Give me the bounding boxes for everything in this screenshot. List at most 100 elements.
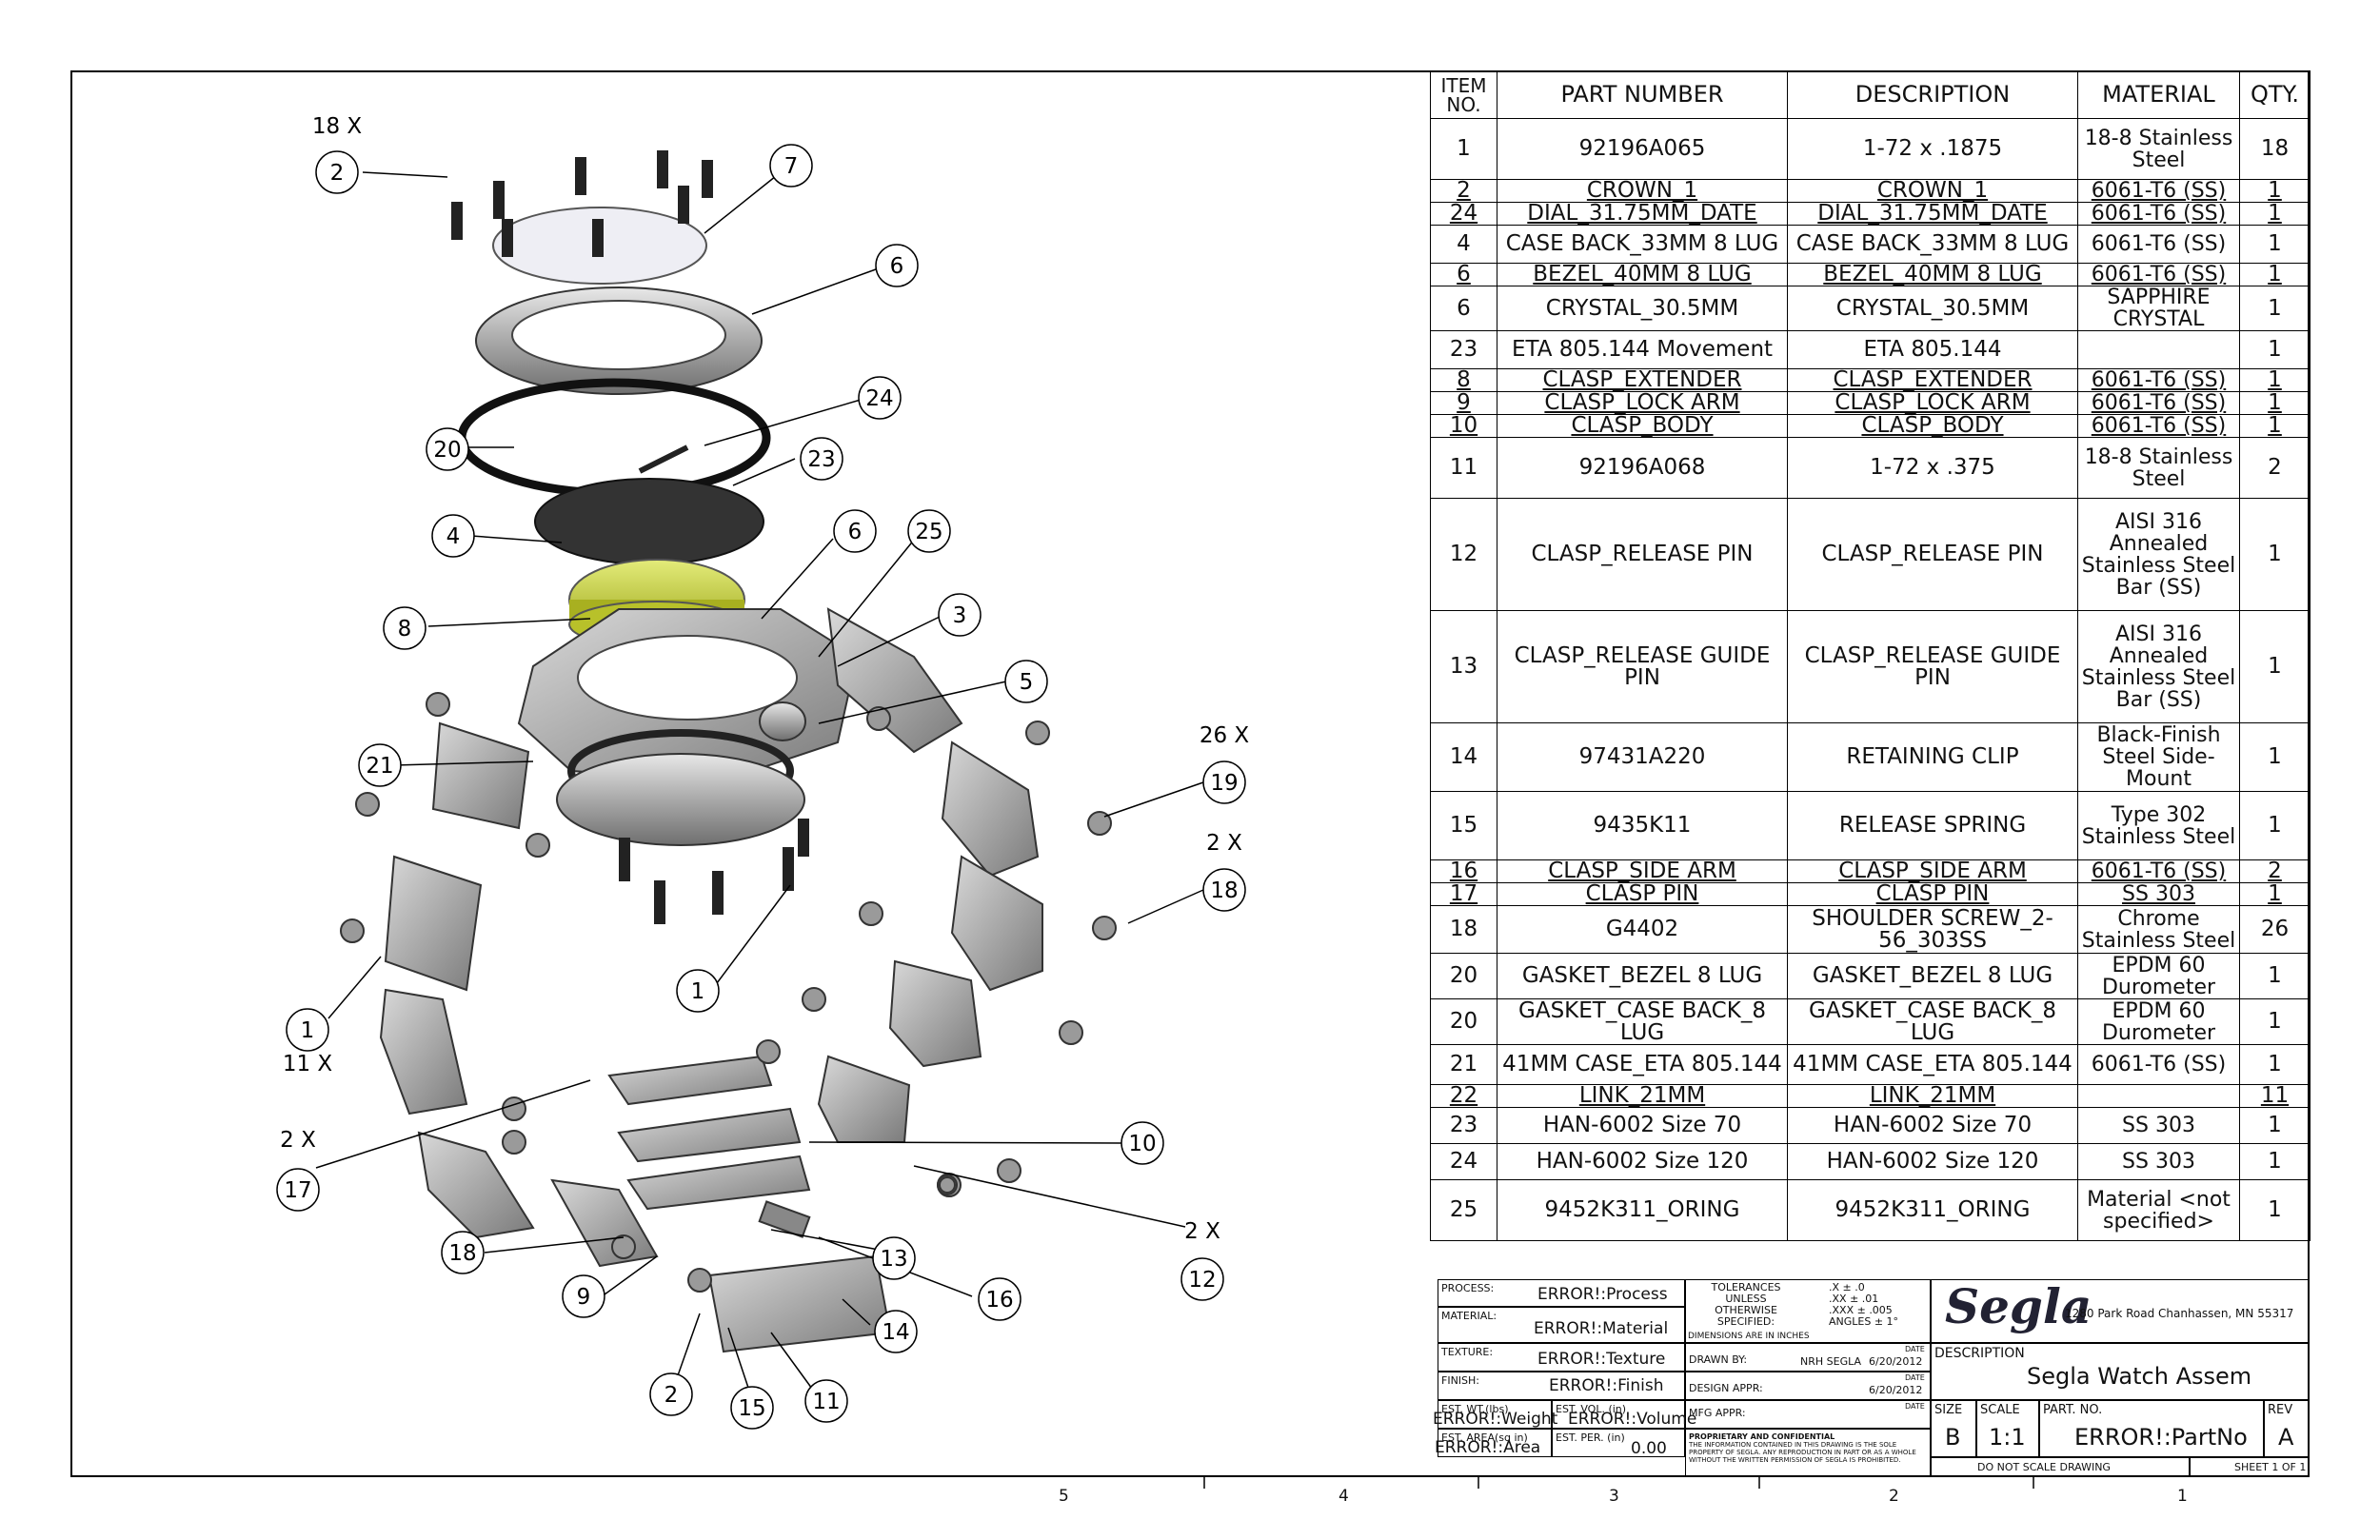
balloon: 2	[649, 1372, 693, 1416]
address: 1280 Park Road Chanhassen, MN 55317	[2065, 1307, 2294, 1320]
sheet-cell: SHEET 1 OF 1	[2190, 1457, 2310, 1477]
bom-part-number: LINK_21MM	[1497, 1084, 1788, 1108]
bom-material: SS 303	[2077, 882, 2240, 906]
balloon-circle	[1180, 1257, 1224, 1301]
bom-description: DIAL_31.75MM_DATE	[1787, 202, 2078, 226]
balloon-number: 6	[848, 520, 863, 544]
bom-qty: 1	[2239, 1107, 2311, 1144]
balloon: 14	[874, 1310, 918, 1353]
bom-description: 1-72 x .375	[1787, 437, 2078, 499]
bom-material: AISI 316 Annealed Stainless Steel Bar (S…	[2077, 610, 2240, 723]
balloon-number: 16	[985, 1288, 1013, 1313]
bom-qty: 2	[2239, 859, 2311, 883]
balloon: 218 X	[312, 114, 362, 194]
bom-material: 6061-T6 (SS)	[2077, 391, 2240, 415]
bom-qty: 1	[2239, 225, 2311, 264]
bom-material: SS 303	[2077, 1143, 2240, 1180]
bom-description: CLASP_SIDE ARM	[1787, 859, 2078, 883]
balloon: 21	[358, 743, 402, 787]
drawn-by-cell: DRAWN BY: DATE NRH SEGLA 6/20/2012	[1685, 1343, 1931, 1372]
balloon-quantity: 2 X	[1184, 1219, 1220, 1244]
balloon-circle	[426, 427, 469, 471]
bom-part-number: 9435K11	[1497, 791, 1788, 860]
balloon-number: 17	[284, 1178, 311, 1203]
bom-qty: 1	[2239, 610, 2311, 723]
bom-part-number: GASKET_CASE BACK_8 LUG	[1497, 998, 1788, 1045]
bom-item-no: 15	[1430, 791, 1497, 860]
balloon-circle	[441, 1231, 485, 1274]
bom-description: BEZEL_40MM 8 LUG	[1787, 263, 2078, 286]
bom-qty: 1	[2239, 391, 2311, 415]
bom-part-number: 92196A065	[1497, 118, 1788, 180]
weight-cell: EST. WT.(lbs) ERROR!:Weight	[1433, 1400, 1557, 1429]
balloon-circle	[649, 1372, 693, 1416]
balloon-quantity: 11 X	[283, 1052, 333, 1076]
balloon-number: 23	[807, 447, 835, 472]
balloon: 25	[907, 509, 951, 553]
balloon-number: 10	[1128, 1132, 1156, 1156]
bom-material: EPDM 60 Durometer	[2077, 953, 2240, 999]
bom-qty: 1	[2239, 882, 2311, 906]
balloon-number: 14	[882, 1320, 909, 1345]
bom-material	[2077, 330, 2240, 369]
balloon: 15	[730, 1386, 774, 1430]
balloon-circle	[800, 437, 843, 481]
balloon: 24	[858, 376, 902, 420]
bom-item-no: 25	[1430, 1179, 1497, 1241]
balloon-number: 3	[953, 603, 967, 628]
balloon: 3	[938, 593, 982, 637]
balloon-number: 19	[1210, 771, 1238, 796]
bom-description: LINK_21MM	[1787, 1084, 2078, 1108]
bom-qty: 1	[2239, 1044, 2311, 1085]
bom-item-no: 4	[1430, 225, 1497, 264]
tolerances-cell: TOLERANCES UNLESS OTHERWISE SPECIFIED: .…	[1685, 1279, 1931, 1343]
bom-qty: 1	[2239, 791, 2311, 860]
zone-label: 2	[1889, 1487, 1899, 1506]
bom-description: GASKET_BEZEL 8 LUG	[1787, 953, 2078, 999]
balloon-number: 1	[301, 1018, 315, 1043]
balloon: 6	[833, 509, 877, 553]
balloon: 122 X	[1180, 1219, 1224, 1301]
bom-part-number: ETA 805.144 Movement	[1497, 330, 1788, 369]
bom-qty: 1	[2239, 498, 2311, 611]
bom-qty: 26	[2239, 905, 2311, 954]
bom-qty: 1	[2239, 1179, 2311, 1241]
bom-header-description: DESCRIPTION	[1787, 70, 2078, 119]
balloon-circle	[1202, 868, 1246, 912]
bom-item-no: 12	[1430, 498, 1497, 611]
bom-qty: 1	[2239, 179, 2311, 203]
finish-cell: FINISH: ERROR!:Finish	[1438, 1372, 1685, 1400]
volume-cell: EST. VOL. (in) ERROR!:Volume	[1552, 1400, 1696, 1429]
release-spring	[758, 1200, 811, 1238]
balloon-circle	[315, 150, 359, 194]
scale-cell: SCALE 1:1	[1976, 1400, 2039, 1457]
balloon-circle	[875, 244, 919, 287]
bom-item-no: 1	[1430, 118, 1497, 180]
balloon-circle	[431, 514, 475, 558]
zone-ticks	[1203, 1477, 2034, 1489]
bom-part-number: CLASP_BODY	[1497, 414, 1788, 438]
bom-part-number: DIAL_31.75MM_DATE	[1497, 202, 1788, 226]
balloon-number: 25	[915, 520, 942, 544]
bom-material: 6061-T6 (SS)	[2077, 414, 2240, 438]
bom-material	[2077, 1084, 2240, 1108]
bom-item-no: 9	[1430, 391, 1497, 415]
bom-item-no: 21	[1430, 1044, 1497, 1085]
bom-material: Type 302 Stainless Steel	[2077, 791, 2240, 860]
bom-header-material: MATERIAL	[2077, 70, 2240, 119]
bom-item-no: 20	[1430, 953, 1497, 999]
balloon-number: 4	[446, 524, 461, 549]
balloon-number: 20	[433, 438, 461, 463]
area-cell: EST. AREA(sq in) ERROR!:Area	[1435, 1429, 1552, 1457]
bom-description: CROWN_1	[1787, 179, 2078, 203]
balloon-number: 5	[1020, 670, 1034, 695]
bom-material: 6061-T6 (SS)	[2077, 202, 2240, 226]
bom-material: Chrome Stainless Steel	[2077, 905, 2240, 954]
